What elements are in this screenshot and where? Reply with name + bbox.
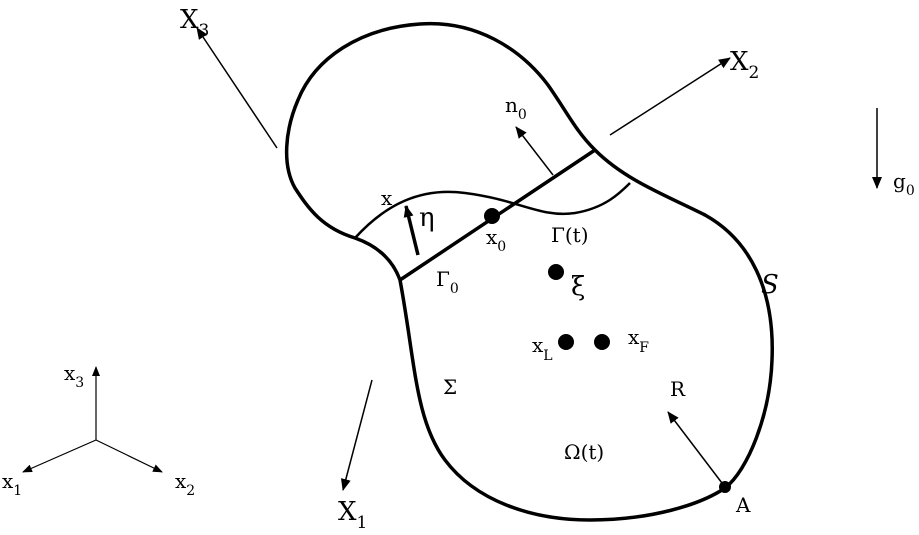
label-x0: x0 — [486, 225, 506, 255]
point-x0 — [484, 208, 500, 224]
label-eta: η — [419, 203, 435, 233]
label-axis-x1: x1 — [2, 469, 22, 499]
label-omega-t: Ω(t) — [564, 440, 604, 464]
label-A: A — [735, 493, 751, 517]
axis-X3-arrow — [196, 27, 278, 149]
radius-R-arrow — [667, 411, 726, 488]
label-x: x — [381, 186, 393, 210]
label-gamma0: Γ0 — [436, 267, 459, 297]
inertial-axis-x1 — [22, 439, 97, 473]
label-X3: X3 — [180, 5, 209, 41]
axis-X1-arrow — [340, 379, 373, 491]
label-xL: xL — [532, 333, 553, 364]
normal-n0-arrow — [515, 126, 554, 176]
label-axis-x2: x2 — [175, 469, 195, 499]
point-A — [719, 481, 731, 493]
label-script-s: S — [761, 270, 779, 300]
label-xi: ξ — [571, 272, 585, 302]
label-X2: X2 — [730, 47, 759, 83]
label-R: R — [670, 377, 686, 401]
label-axis-x3: x3 — [64, 361, 84, 391]
point-xF — [594, 334, 610, 350]
label-g0: g0 — [893, 169, 915, 199]
inertial-axis-x2 — [95, 439, 163, 473]
label-X1: X1 — [338, 497, 367, 533]
label-n0: n0 — [505, 93, 527, 123]
point-xL — [558, 334, 574, 350]
axis-X2-arrow — [609, 57, 731, 136]
point-xi — [548, 264, 564, 280]
label-xF: xF — [628, 325, 649, 356]
body-outline — [284, 21, 774, 522]
eta-arrow — [403, 205, 420, 256]
label-sigma: Σ — [443, 375, 457, 399]
label-gamma-t: Γ(t) — [551, 223, 589, 247]
